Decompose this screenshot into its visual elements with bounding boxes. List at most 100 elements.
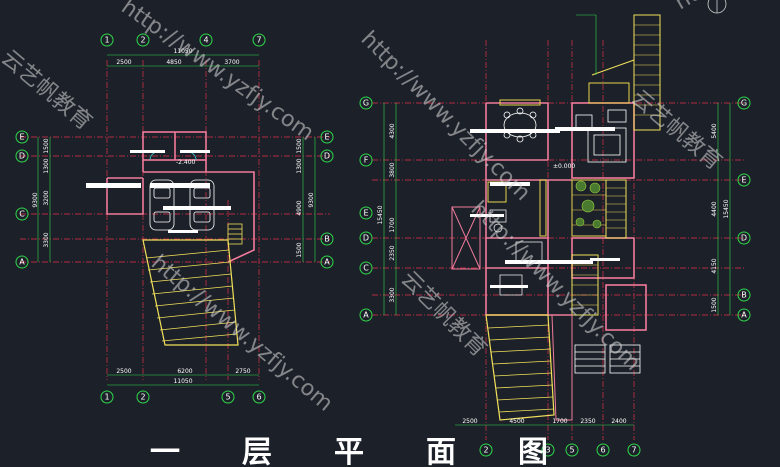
svg-text:5: 5	[225, 393, 230, 402]
rp-left-dim-2: 3800	[389, 162, 396, 177]
axis-bubble: G	[359, 96, 373, 110]
svg-text:3: 3	[545, 446, 550, 455]
svg-text:D: D	[324, 152, 330, 161]
right-side-dim-v3: 4900	[296, 200, 303, 215]
right-side-dim-v2: 1300	[296, 158, 303, 173]
rp-left-dim-3: 1700	[389, 217, 396, 232]
svg-text:G: G	[363, 99, 369, 108]
svg-text:7: 7	[631, 446, 636, 455]
rp-right-dim-1: 5400	[711, 123, 718, 138]
rp-bottom-dim-3: 1700	[552, 418, 567, 425]
sofa-set	[575, 109, 627, 163]
left-plan-bottom-axes: 1 2 5 6	[100, 390, 266, 404]
axis-bubble: 7	[252, 33, 266, 47]
left-dim-v3: 3200	[43, 190, 50, 205]
left-plan-ramp	[142, 239, 239, 346]
svg-text:A: A	[19, 258, 25, 267]
axis-bubble: B	[737, 288, 751, 302]
axis-bubble: 5	[565, 443, 579, 457]
svg-text:D: D	[741, 234, 747, 243]
axis-bubble: 2	[136, 33, 150, 47]
axis-bubble: E	[737, 173, 751, 187]
right-plan-room-labels	[470, 127, 620, 288]
svg-text:1: 1	[104, 36, 109, 45]
svg-text:6: 6	[600, 446, 605, 455]
right-floor-plan: ±0.000 4300 3800 1700 2350 3300 15450 54…	[359, 14, 751, 457]
interior-stairs	[571, 254, 599, 316]
right-plan-level: ±0.000	[553, 163, 575, 170]
svg-text:F: F	[364, 156, 369, 165]
svg-text:D: D	[19, 152, 25, 161]
left-plan-walls	[106, 131, 255, 263]
svg-text:2: 2	[140, 36, 145, 45]
axis-bubble: C	[15, 207, 29, 221]
left-dim-total: 9300	[32, 192, 39, 207]
svg-text:A: A	[324, 258, 330, 267]
watermark-brand-2: 云艺帆教育	[396, 267, 491, 362]
rp-left-dim-1: 4300	[389, 123, 396, 138]
left-plan-left-axes: E D C A	[15, 130, 29, 269]
axis-bubble: 2	[136, 390, 150, 404]
rp-bottom-dim-1: 2500	[462, 418, 477, 425]
right-plan-dimension-lines	[383, 14, 731, 426]
axis-bubble: 6	[252, 390, 266, 404]
axis-bubble: 7	[627, 443, 641, 457]
axis-bubble: D	[15, 149, 29, 163]
rp-bottom-dim-2: 4500	[509, 418, 524, 425]
left-dim-v1: 1500	[43, 138, 50, 153]
right-plan-left-axes: G F E D C A	[359, 96, 373, 322]
svg-text:B: B	[741, 291, 747, 300]
svg-text:C: C	[19, 210, 25, 219]
svg-text:7: 7	[256, 36, 261, 45]
left-top-dim-1: 2500	[116, 59, 131, 66]
left-dim-v2: 1300	[43, 158, 50, 173]
axis-bubble: D	[737, 231, 751, 245]
axis-bubble: F	[359, 153, 373, 167]
axis-bubble: A	[737, 308, 751, 322]
rp-left-total: 15450	[377, 205, 384, 224]
svg-text:6: 6	[256, 393, 261, 402]
axis-bubble: G	[737, 96, 751, 110]
right-side-dim-v4: 1500	[296, 242, 303, 257]
left-bottom-total: 11050	[173, 378, 192, 385]
svg-text:G: G	[741, 99, 747, 108]
right-plan-ramp	[485, 314, 573, 421]
svg-text:1: 1	[104, 393, 109, 402]
rp-bottom-dim-4: 2350	[580, 418, 595, 425]
drawing-title: 一层平面图	[150, 435, 610, 467]
rp-left-dim-4: 2350	[389, 245, 396, 260]
svg-text:2: 2	[483, 446, 488, 455]
svg-text:E: E	[363, 209, 368, 218]
svg-text:D: D	[363, 234, 369, 243]
right-plan-bottom-axes: 2 3 5 6 7	[479, 443, 641, 457]
right-side-dim-total: 9300	[308, 192, 315, 207]
rp-right-dim-2: 4400	[711, 201, 718, 216]
axis-bubble: 4	[199, 33, 213, 47]
right-plan-shaft	[451, 206, 481, 270]
right-plan-bottom-dims: 2500 4500 1700 2350 2400	[462, 418, 626, 425]
right-side-dim-v1: 1500	[296, 138, 303, 153]
axis-bubble: E	[15, 130, 29, 144]
left-top-dim-3: 3700	[224, 59, 239, 66]
left-top-total: 11050	[173, 48, 192, 55]
axis-bubble: B	[320, 232, 334, 246]
axis-bubble: 3	[541, 443, 555, 457]
left-bottom-dim-3: 2750	[235, 368, 250, 375]
left-plan-level: -2.400	[176, 159, 196, 166]
left-top-dim-2: 4850	[166, 59, 181, 66]
axis-bubble: D	[320, 149, 334, 163]
left-dim-v4: 3300	[43, 232, 50, 247]
right-plan-vertical-dims: 4300 3800 1700 2350 3300 15450 5400 4400…	[377, 123, 730, 312]
svg-text:4: 4	[203, 36, 208, 45]
rp-right-dim-3: 4150	[711, 258, 718, 273]
axis-bubble: E	[320, 130, 334, 144]
svg-text:2: 2	[140, 393, 145, 402]
axis-bubble: D	[359, 231, 373, 245]
watermark-brand-1: 云艺帆教育	[0, 45, 96, 135]
rp-right-dim-4: 1500	[711, 297, 718, 312]
svg-text:C: C	[363, 264, 369, 273]
axis-bubble: 6	[596, 443, 610, 457]
compass-icon	[707, 0, 727, 14]
svg-text:5: 5	[569, 446, 574, 455]
